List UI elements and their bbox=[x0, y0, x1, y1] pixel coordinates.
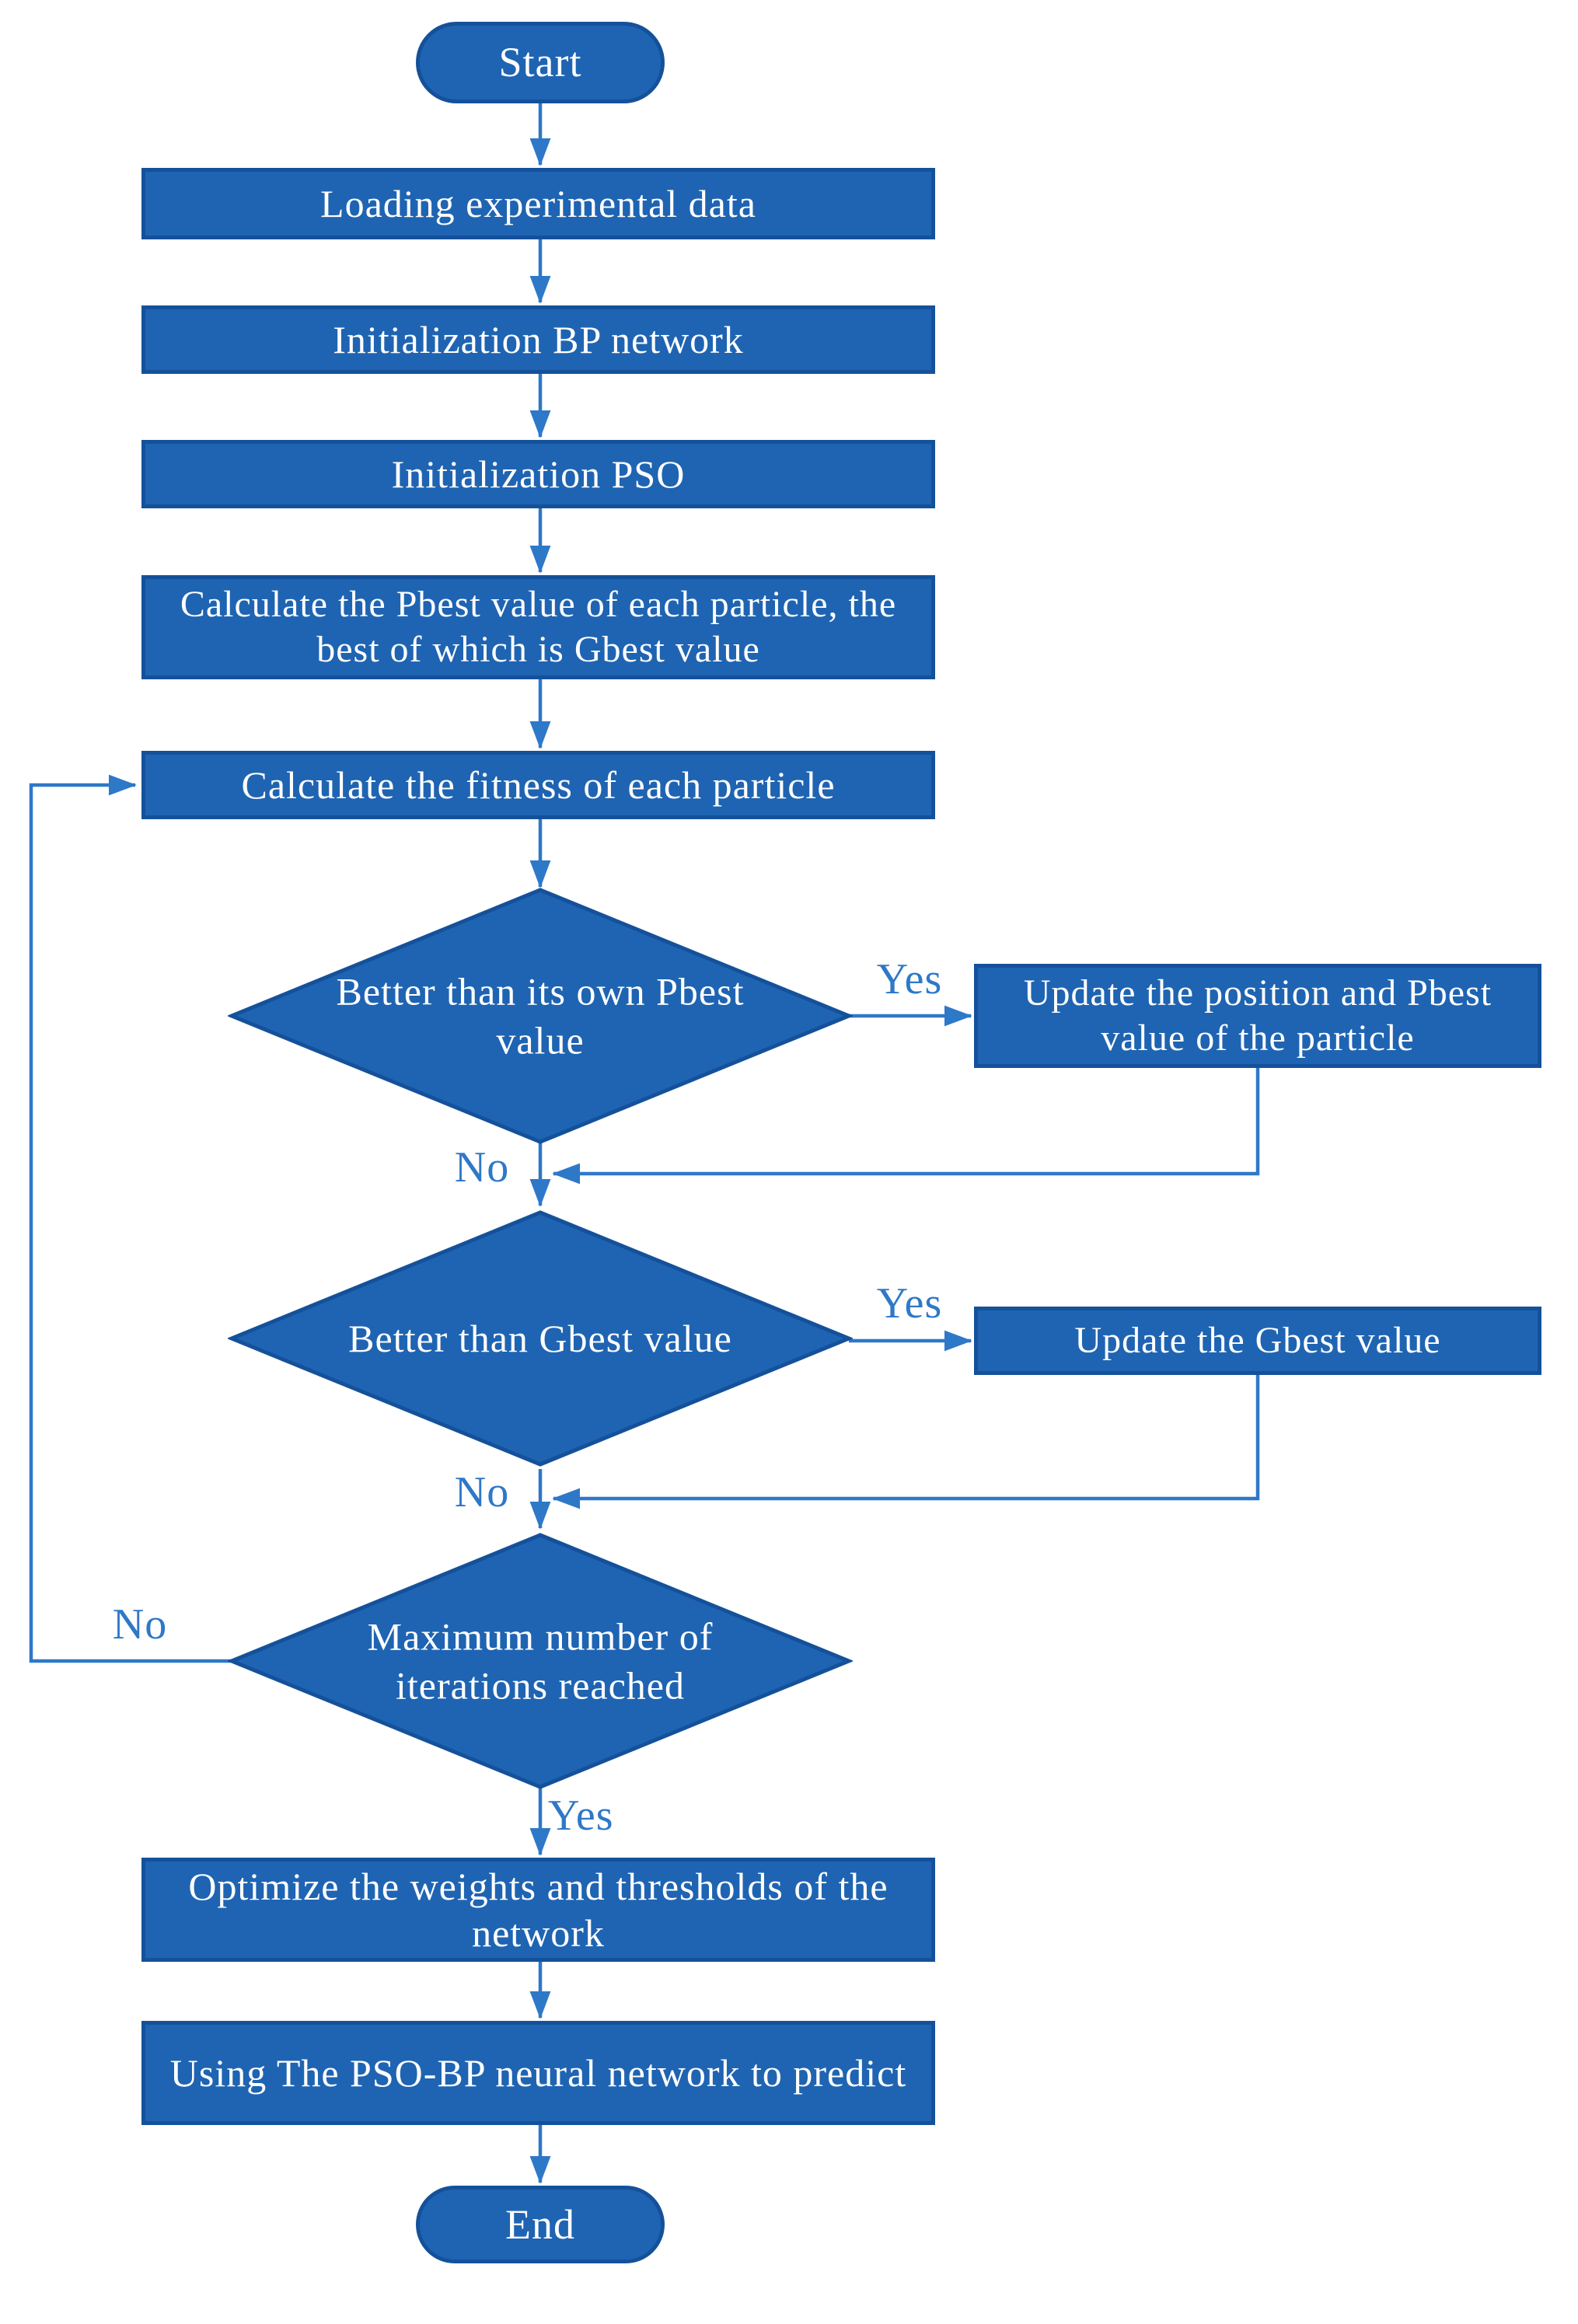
decision-label: Better than its own Pbest value bbox=[336, 969, 745, 1063]
process-label: Update the position and Pbest value of t… bbox=[1023, 972, 1492, 1059]
start-label: Start bbox=[498, 39, 582, 86]
process-update-pbest: Update the position and Pbest value of t… bbox=[974, 964, 1541, 1068]
process-label: Initialization PSO bbox=[391, 452, 686, 496]
process-label: Using The PSO-BP neural network to predi… bbox=[169, 2051, 907, 2095]
process-label: Loading experimental data bbox=[320, 182, 756, 225]
edge-label-yes-pbest: Yes bbox=[876, 955, 943, 1003]
edge-updategbest-return bbox=[552, 1375, 1260, 1509]
end-node: End bbox=[416, 2186, 665, 2263]
process-psobp-predict: Using The PSO-BP neural network to predi… bbox=[141, 2021, 935, 2125]
process-label: Calculate the fitness of each particle bbox=[241, 763, 836, 807]
process-calc-fitness: Calculate the fitness of each particle bbox=[141, 751, 935, 819]
decision-better-than-gbest: Better than Gbest value bbox=[228, 1209, 853, 1468]
diamond-shape bbox=[228, 888, 853, 1144]
diamond-shape bbox=[228, 1533, 853, 1789]
process-init-pso: Initialization PSO bbox=[141, 440, 935, 508]
process-update-gbest: Update the Gbest value bbox=[974, 1307, 1541, 1375]
decision-better-than-pbest: Better than its own Pbest value bbox=[228, 886, 853, 1146]
edge-dmaxiter-no-loop bbox=[29, 774, 232, 1663]
process-label: Calculate the Pbest value of each partic… bbox=[180, 584, 897, 670]
process-label: Update the Gbest value bbox=[1074, 1320, 1441, 1362]
process-init-bp-network: Initialization BP network bbox=[141, 305, 935, 374]
process-calc-pbest: Calculate the Pbest value of each partic… bbox=[141, 575, 935, 679]
end-label: End bbox=[505, 2200, 575, 2248]
process-optimize-weights: Optimize the weights and thresholds of t… bbox=[141, 1858, 935, 1962]
edge-label-no-maxiter: No bbox=[112, 1600, 168, 1649]
process-label: Initialization BP network bbox=[333, 318, 744, 361]
edge-label-no-pbest: No bbox=[454, 1143, 510, 1192]
start-node: Start bbox=[416, 22, 665, 103]
edge-label-yes-maxiter: Yes bbox=[548, 1792, 614, 1840]
decision-label: Better than Gbest value bbox=[348, 1316, 732, 1360]
edge-label-no-gbest: No bbox=[454, 1468, 510, 1516]
diamond-shape bbox=[228, 1210, 853, 1467]
process-loading-data: Loading experimental data bbox=[141, 168, 935, 239]
decision-max-iterations: Maximum number of iterations reached bbox=[228, 1531, 853, 1791]
edge-label-yes-gbest: Yes bbox=[876, 1279, 943, 1328]
decision-label: Maximum number of iterations reached bbox=[367, 1614, 714, 1708]
process-label: Optimize the weights and thresholds of t… bbox=[188, 1865, 888, 1955]
edge-updatepbest-return bbox=[552, 1068, 1260, 1185]
